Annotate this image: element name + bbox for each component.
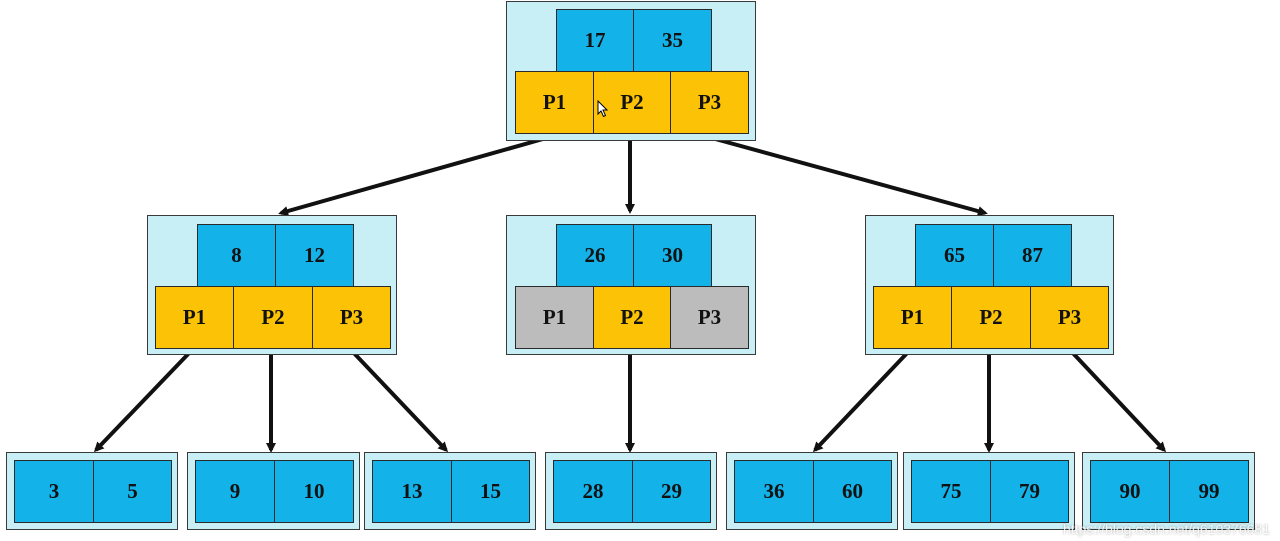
- watermark-text: https://blog.csdn.net/q610376681: [1062, 521, 1270, 537]
- root-key-1: 17: [556, 9, 634, 72]
- leaf-6-key-1: 75: [911, 460, 991, 523]
- middle-node-key-1: 26: [556, 224, 634, 287]
- leaf-4-key-1: 28: [553, 460, 633, 523]
- left-node-pointer-p1: P1: [155, 286, 234, 349]
- root-pointer-p3: P3: [670, 71, 749, 134]
- mouse-cursor-icon: [597, 100, 609, 118]
- internal-node-middle: 26 30 P1 P2 P3: [506, 215, 756, 355]
- middle-node-pointer-p3: P3: [670, 286, 749, 349]
- right-node-key-1: 65: [915, 224, 994, 287]
- edge-node-65-87-p3-to-leaf-90-99: [1068, 348, 1167, 453]
- leaf-1-key-2: 5: [93, 460, 172, 523]
- leaf-node-7: 90 99: [1082, 452, 1255, 530]
- right-node-pointer-p3: P3: [1030, 286, 1109, 349]
- left-node-key-2: 12: [275, 224, 354, 287]
- right-node-key-2: 87: [993, 224, 1072, 287]
- leaf-2-key-2: 10: [274, 460, 354, 523]
- middle-node-key-2: 30: [633, 224, 712, 287]
- left-node-key-1: 8: [197, 224, 276, 287]
- leaf-3-key-2: 15: [451, 460, 530, 523]
- leaf-7-key-2: 99: [1169, 460, 1249, 523]
- leaf-5-key-2: 60: [813, 460, 892, 523]
- leaf-1-key-1: 3: [14, 460, 94, 523]
- left-node-pointer-p2: P2: [233, 286, 313, 349]
- leaf-node-1: 3 5: [6, 452, 178, 530]
- middle-node-pointer-p1: P1: [515, 286, 594, 349]
- right-node-pointer-p2: P2: [951, 286, 1031, 349]
- root-node: 17 35 P1 P2 P3: [506, 1, 756, 141]
- edge-root-p3-to-node-65-87: [707, 135, 988, 216]
- leaf-6-key-2: 79: [990, 460, 1069, 523]
- left-node-pointer-p3: P3: [312, 286, 391, 349]
- leaf-node-5: 36 60: [726, 452, 898, 530]
- leaf-7-key-1: 90: [1090, 460, 1170, 523]
- edge-node-65-87-p1-to-leaf-36-60: [812, 348, 912, 453]
- leaf-5-key-1: 36: [734, 460, 814, 523]
- edge-node-8-12-p3-to-leaf-13-15: [349, 348, 449, 453]
- middle-node-pointer-p2: P2: [593, 286, 671, 349]
- leaf-node-2: 9 10: [187, 452, 360, 530]
- leaf-node-4: 28 29: [545, 452, 717, 530]
- edge-node-8-12-p1-to-leaf-3-5: [93, 348, 194, 453]
- leaf-node-6: 75 79: [903, 452, 1075, 530]
- root-pointer-p1: P1: [515, 71, 594, 134]
- leaf-4-key-2: 29: [632, 460, 711, 523]
- leaf-2-key-1: 9: [195, 460, 275, 523]
- internal-node-right: 65 87 P1 P2 P3: [865, 215, 1114, 355]
- leaf-node-3: 13 15: [364, 452, 536, 530]
- leaf-3-key-1: 13: [372, 460, 452, 523]
- right-node-pointer-p1: P1: [873, 286, 952, 349]
- internal-node-left: 8 12 P1 P2 P3: [147, 215, 397, 355]
- edge-root-p1-to-node-8-12: [278, 135, 551, 216]
- root-key-2: 35: [633, 9, 712, 72]
